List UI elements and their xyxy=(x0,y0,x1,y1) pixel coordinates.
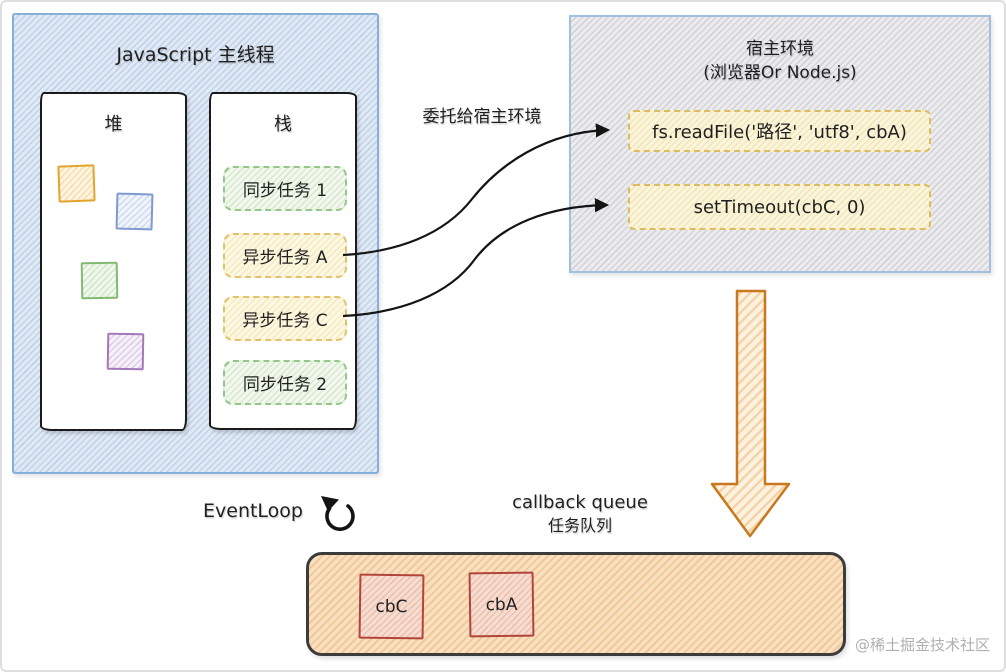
stack-task-sync-1: 同步任务 1 xyxy=(223,166,347,211)
heap-label: 堆 xyxy=(104,114,123,135)
host-call-fs-readfile: fs.readFile('路径', 'utf8', cbA) xyxy=(628,110,931,152)
host-env-title-line2: (浏览器Or Node.js) xyxy=(703,63,857,83)
callback-item-cba: cbA xyxy=(468,571,535,638)
host-call-settimeout: setTimeout(cbC, 0) xyxy=(628,184,931,230)
watermark: @稀土掘金技术社区 xyxy=(854,636,990,654)
stack-task-async-a: 异步任务 A xyxy=(223,233,347,278)
host-env-title: 宿主环境 (浏览器Or Node.js) xyxy=(571,37,989,85)
heap-square-blue xyxy=(115,192,154,231)
arrow-async-c-to-settimeout xyxy=(342,198,610,318)
host-env-title-line1: 宿主环境 xyxy=(746,39,814,59)
callback-queue-box: cbC cbA xyxy=(306,552,846,656)
stack-box: 栈 同步任务 1 异步任务 A 异步任务 C 同步任务 2 xyxy=(209,92,357,430)
host-env-box: 宿主环境 (浏览器Or Node.js) fs.readFile('路径', '… xyxy=(569,15,991,273)
stack-task-async-c: 异步任务 C xyxy=(223,296,347,341)
callback-queue-title-zh: 任务队列 xyxy=(547,516,612,535)
loop-arrow-icon xyxy=(321,496,355,532)
callback-item-cbc: cbC xyxy=(358,573,425,640)
main-thread-title: JavaScript 主线程 xyxy=(116,44,275,66)
heap-square-green xyxy=(80,261,119,300)
stack-label: 栈 xyxy=(274,114,292,135)
callback-queue-title: callback queue 任务队列 xyxy=(470,491,690,537)
host-to-queue-arrow-icon xyxy=(710,289,791,538)
delegate-label: 委托给宿主环境 xyxy=(422,107,542,127)
stack-task-sync-2: 同步任务 2 xyxy=(223,360,347,405)
callback-queue-title-en: callback queue xyxy=(512,492,648,513)
heap-box: 堆 xyxy=(40,92,187,431)
event-loop-label: EventLoop xyxy=(203,500,303,522)
heap-square-purple xyxy=(106,332,145,371)
heap-square-orange xyxy=(57,164,96,203)
